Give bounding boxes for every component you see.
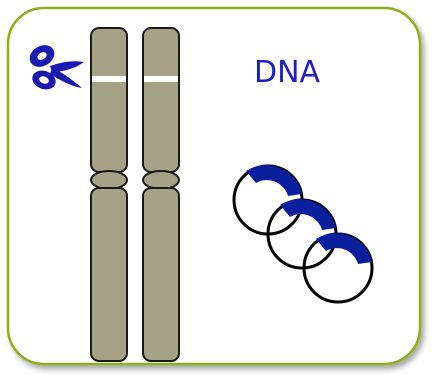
dna-label: DNA — [254, 55, 321, 90]
chromosome-arm-lower — [91, 188, 127, 361]
chromosome-band — [92, 76, 126, 82]
panel — [8, 8, 420, 364]
chromosome-icon — [143, 28, 179, 361]
chromosome-arm-upper — [91, 28, 127, 172]
chromosome-centromere — [143, 171, 179, 189]
chromosome-band — [144, 76, 178, 82]
chromosome-icon — [91, 28, 127, 361]
chromosome-arm-lower — [143, 188, 179, 361]
chromosome-centromere — [91, 171, 127, 189]
chromosome-arm-upper — [143, 28, 179, 172]
